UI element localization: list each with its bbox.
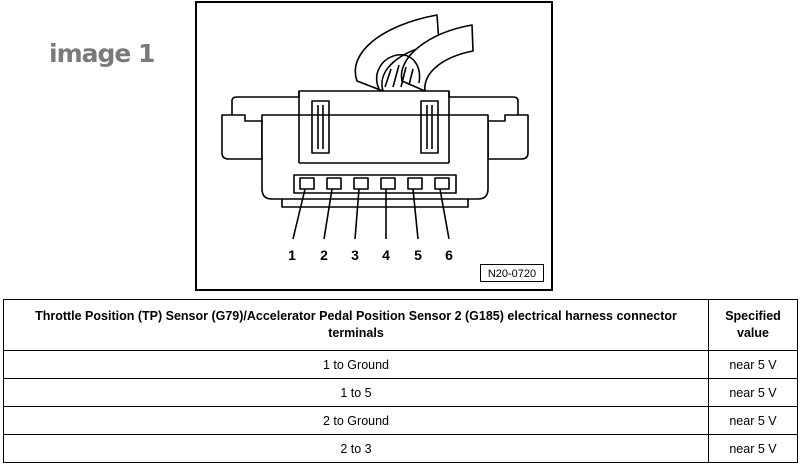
cell-terminals: 1 to Ground	[3, 350, 709, 379]
pin-label-2: 2	[320, 247, 328, 263]
figure-reference-code: N20-0720	[480, 264, 544, 282]
cell-value: near 5 V	[708, 378, 798, 407]
header-specified-value: Specified value	[708, 299, 798, 351]
table-row: 1 to 5 near 5 V	[3, 378, 798, 407]
cell-terminals: 2 to Ground	[3, 406, 709, 435]
pin-label-4: 4	[382, 247, 390, 263]
table-header-row: Throttle Position (TP) Sensor (G79)/Acce…	[3, 299, 798, 351]
pin-label-3: 3	[351, 247, 359, 263]
header-terminals: Throttle Position (TP) Sensor (G79)/Acce…	[3, 299, 709, 351]
connector-illustration	[221, 14, 529, 240]
pin-label-5: 5	[414, 247, 422, 263]
cell-value: near 5 V	[708, 350, 798, 379]
pin-label-1: 1	[288, 247, 296, 263]
cell-value: near 5 V	[708, 434, 798, 463]
connector-figure: 1 2 3 4 5 6 N20-0720	[195, 1, 553, 291]
table-row: 2 to 3 near 5 V	[3, 434, 798, 463]
specification-table: Throttle Position (TP) Sensor (G79)/Acce…	[3, 299, 798, 463]
table-row: 2 to Ground near 5 V	[3, 406, 798, 435]
table-row: 1 to Ground near 5 V	[3, 350, 798, 379]
cell-terminals: 2 to 3	[3, 434, 709, 463]
cell-value: near 5 V	[708, 406, 798, 435]
image-label: image 1	[49, 39, 155, 68]
pin-label-6: 6	[445, 247, 453, 263]
cell-terminals: 1 to 5	[3, 378, 709, 407]
